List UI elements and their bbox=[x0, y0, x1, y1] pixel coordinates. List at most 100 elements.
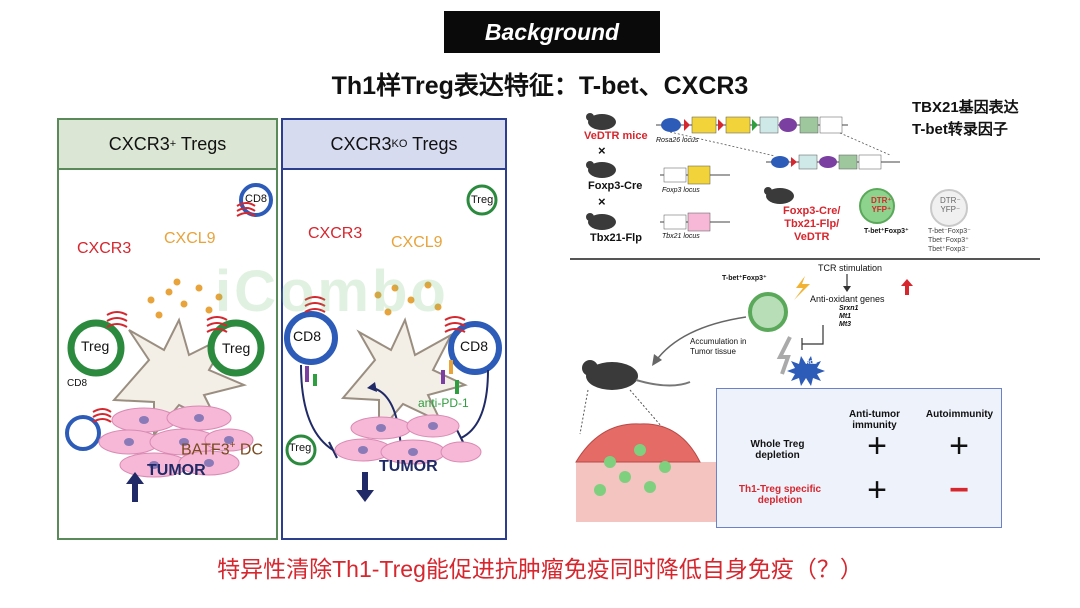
left-header-sup: + bbox=[169, 138, 177, 150]
cross-symbol-2: × bbox=[598, 194, 606, 209]
left-panel-header: CXCR3+ Tregs bbox=[59, 120, 276, 170]
mid-header-sup: KO bbox=[391, 138, 408, 150]
cxcr3-label: CXCR3 bbox=[77, 240, 132, 257]
lightning-icon bbox=[794, 276, 810, 300]
upregulation-arrow-icon bbox=[901, 279, 913, 295]
batf3-sup: + bbox=[229, 440, 236, 451]
inhibition-arrow-left-icon bbox=[300, 364, 334, 451]
dtr-neg-label: DTR⁻ YFP⁻ bbox=[940, 196, 961, 214]
tbx21-line1: TBX21基因表达 bbox=[912, 99, 1019, 116]
mid-panel-illustration bbox=[284, 184, 502, 502]
accumulation-label: Accumulation in Tumor tissue bbox=[690, 337, 747, 356]
left-panel-illustration bbox=[65, 183, 273, 502]
foxp3-locus-icon bbox=[660, 165, 730, 185]
background-banner: Background bbox=[444, 11, 660, 53]
tumor-label-left: TUMOR bbox=[147, 462, 206, 479]
slide-title: Th1样Treg表达特征：T-bet、CXCR3 bbox=[331, 72, 749, 100]
depletion-table: Anti-tumor immunity Autoimmunity Whole T… bbox=[716, 388, 1002, 528]
left-header-rest: Tregs bbox=[176, 133, 227, 154]
cell-r1c1: + bbox=[867, 427, 887, 465]
accumulation-arrow-icon bbox=[654, 316, 747, 363]
tumor-tissue-icon bbox=[575, 423, 716, 522]
dtr-yfp-label: DTR⁺ YFP⁺ bbox=[871, 196, 892, 214]
rosa26-construct-icon bbox=[656, 116, 848, 134]
recombined-construct-icon bbox=[766, 154, 900, 170]
cell-r2c2: − bbox=[949, 471, 969, 509]
cxcl9-label-mid: CXCL9 bbox=[391, 234, 443, 251]
treg-cell-right-icon bbox=[206, 316, 265, 377]
tumor-cells-mid-icon bbox=[334, 414, 482, 465]
cd8-cell-top-icon bbox=[236, 183, 273, 217]
treg-bottom-icon bbox=[285, 434, 317, 466]
batf3-dc-label: BATF3+ DC bbox=[181, 440, 263, 459]
tumor-label-mid: TUMOR bbox=[379, 458, 438, 475]
vedtr-mice-label: VeDTR mice bbox=[584, 130, 648, 142]
ros-label: ROS bbox=[806, 360, 817, 366]
neg-population-list: T-bet⁻Foxp3⁻ Tbet⁻Foxp3⁺ Tbet⁺Foxp3⁻ bbox=[928, 228, 971, 253]
ros-burst-icon bbox=[787, 356, 825, 386]
inhibition-line-icon bbox=[802, 325, 824, 345]
tumor-down-arrow-icon bbox=[356, 472, 374, 502]
tbx21-flp-label: Tbx21-Flp bbox=[590, 232, 642, 244]
batf3-rest: DC bbox=[235, 441, 264, 459]
cd8-cell-right-icon bbox=[444, 316, 502, 375]
cd8-label-left: CD8 bbox=[293, 328, 322, 344]
dendritic-cell-mid-icon bbox=[340, 317, 468, 435]
treg-cell-icon bbox=[748, 292, 788, 332]
inhibition-arrow-right-icon bbox=[460, 369, 489, 439]
mouse-breeding-diagram bbox=[586, 113, 900, 232]
tcr-label: TCR stimulation bbox=[818, 263, 883, 273]
cd8-label-bottom: CD8 bbox=[67, 378, 88, 389]
genes-label: Srxn1 Mt1 Mt3 bbox=[839, 305, 859, 328]
mechanism-diagram bbox=[575, 274, 913, 522]
row-th1-treg: Th1-Treg specific depletion bbox=[738, 484, 822, 506]
cxcl9-label: CXCL9 bbox=[164, 230, 216, 247]
cell-label: T-bet⁺Foxp3⁺ bbox=[722, 275, 767, 282]
cell-r2c1: + bbox=[867, 471, 887, 509]
tbx21-line2: T-bet转录因子 bbox=[912, 121, 1008, 138]
watermark: iCombo bbox=[215, 259, 449, 324]
ros-lightning-icon bbox=[776, 336, 792, 375]
mid-header-main: CXCR3 bbox=[330, 133, 392, 154]
tbx21-locus-label: Tbx21 locus bbox=[662, 233, 700, 240]
treg-label-right: Treg bbox=[222, 340, 251, 356]
batf3-label: BATF3 bbox=[181, 441, 230, 459]
cd8-label-top: CD8 bbox=[245, 193, 268, 205]
cxcl9-dots-icon bbox=[147, 278, 223, 319]
bottom-caption: 特异性清除Th1-Treg能促进抗肿瘤免疫同时降低自身免疫（？） bbox=[217, 556, 863, 582]
mid-header-rest: Tregs bbox=[407, 133, 458, 154]
treg-cell-left-icon bbox=[67, 311, 128, 377]
col-antitumor: Anti-tumor immunity bbox=[848, 409, 901, 431]
activation-arrow-icon bbox=[372, 387, 402, 451]
left-header-main: CXCR3 bbox=[108, 133, 170, 154]
cxcl9-dots-mid-icon bbox=[374, 281, 442, 316]
cell-r1c2: + bbox=[949, 427, 969, 465]
cxcr3-label-mid: CXCR3 bbox=[308, 225, 363, 242]
col-autoimmunity: Autoimmunity bbox=[925, 409, 994, 420]
tbx21-locus-icon bbox=[660, 212, 730, 232]
cd8-label-right: CD8 bbox=[460, 338, 489, 354]
dtr-yfp-cell-icon bbox=[859, 188, 895, 224]
treg-label-left: Treg bbox=[81, 338, 110, 354]
cross-symbol-1: × bbox=[598, 143, 606, 158]
mouse-body-icon bbox=[582, 360, 691, 390]
pd1-receptor-icon bbox=[305, 360, 459, 394]
tumor-up-arrow-icon bbox=[126, 472, 144, 502]
antioxidant-label: Anti-oxidant genes bbox=[810, 294, 885, 304]
recombination-lines-icon bbox=[669, 131, 891, 157]
anti-pd1-label: anti-PD-1 bbox=[418, 396, 469, 410]
treg-label-bottom: Treg bbox=[289, 442, 312, 454]
row-whole-treg: Whole Treg depletion bbox=[750, 439, 805, 461]
tbx21-note: TBX21基因表达 T-bet转录因子 bbox=[912, 97, 1019, 141]
cxcr3-positive-panel: CXCR3+ Tregs bbox=[57, 118, 278, 540]
rosa26-locus-label: Rosa26 locus bbox=[656, 137, 699, 144]
treg-top-icon bbox=[466, 184, 498, 216]
triple-mouse-label: Foxp3-Cre/ Tbx21-Flp/ VeDTR bbox=[783, 205, 841, 243]
cd8-cell-left-icon bbox=[284, 296, 338, 365]
tbet-foxp3-label: T-bet⁺Foxp3⁺ bbox=[864, 228, 909, 235]
dtr-neg-cell-icon-visual bbox=[930, 189, 968, 227]
cd8-cell-bottom-icon bbox=[65, 408, 112, 451]
treg-label-top: Treg bbox=[471, 194, 494, 206]
